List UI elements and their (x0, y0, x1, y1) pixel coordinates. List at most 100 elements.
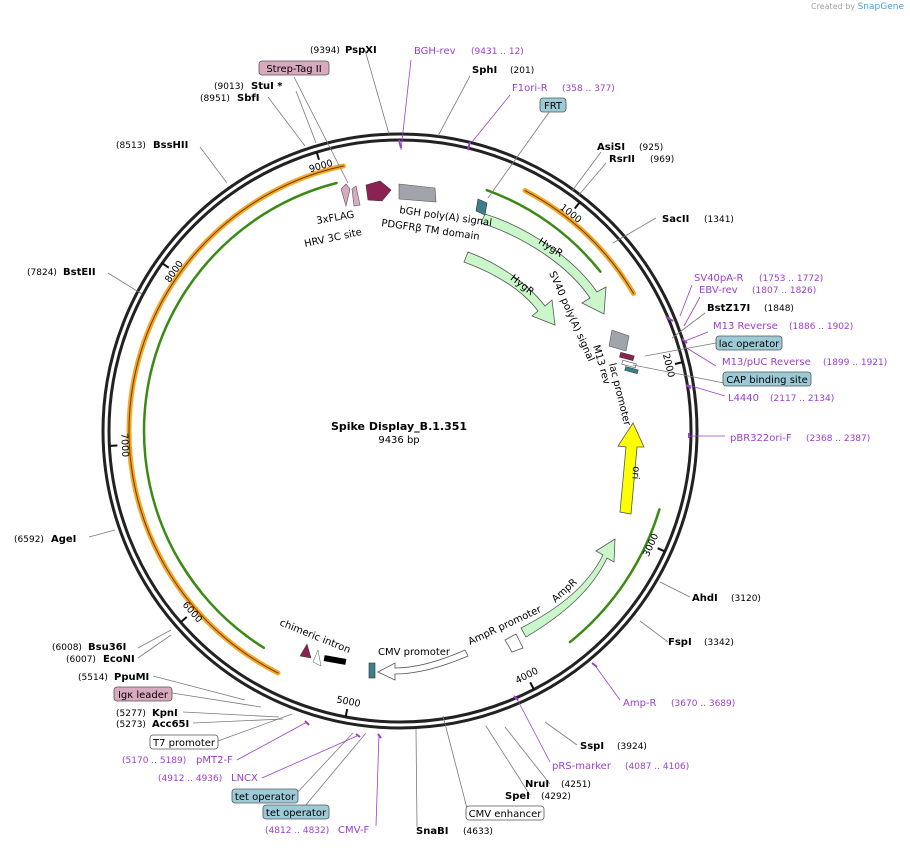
m13-reverse-num: (1886 .. 1902) (789, 322, 853, 332)
tick-3000 (657, 547, 666, 553)
tet-operator-mark (368, 662, 376, 679)
tick-1000 (574, 201, 581, 210)
agei-label: AgeI (51, 534, 76, 545)
hrv-3c-label: HRV 3C site (303, 227, 363, 250)
rsrii-label: RsrII (609, 154, 635, 165)
amp-r-label: Amp-R (623, 698, 657, 709)
backbone-outer (101, 132, 699, 730)
strep-tag-box: Strep-Tag II (258, 60, 330, 76)
amp-r-num: (3670 .. 3689) (671, 699, 735, 709)
pmt2-f-label: pMT2-F (196, 755, 233, 766)
frt-box: FRT (539, 97, 567, 113)
sphi-num: (201) (510, 66, 534, 76)
3xflag-mark (351, 185, 361, 207)
ahdi-num: (3120) (731, 594, 761, 604)
enzyme-labels: (9394) PspXI SphI (201) (9013) StuI * (8… (14, 45, 794, 837)
m13-puc-reverse-num: (1899 .. 1921) (823, 358, 887, 368)
cap-binding-site-box: CAP binding site (722, 371, 812, 387)
asisi-label: AsiSI (597, 142, 625, 153)
primer-marks (304, 139, 692, 739)
svg-text:CAP binding site: CAP binding site (726, 375, 808, 386)
strep-tag-mark (340, 183, 351, 208)
nrui-num: (4251) (561, 780, 591, 790)
tick-6000 (180, 616, 188, 624)
bstz17i-label: BstZ17I (707, 303, 750, 314)
plasmid-length: 9436 bp (378, 435, 419, 446)
sspi-num: (3924) (617, 742, 647, 752)
ppumi-label: PpuMI (114, 672, 149, 683)
lncx-num: (4912 .. 4936) (158, 774, 222, 784)
t7-promoter-mark (312, 649, 322, 667)
svg-text:T7 promoter: T7 promoter (152, 738, 216, 749)
tick-4000 (529, 681, 535, 690)
svg-text:tet operator: tet operator (235, 792, 296, 803)
cmv-f-label: CMV-F (338, 825, 369, 836)
kpni-label: KpnI (152, 708, 178, 719)
cmv-f-num: (4812 .. 4832) (265, 826, 329, 836)
sacii-num: (1341) (704, 215, 734, 225)
igk-leader-mark (299, 643, 312, 659)
bsteii-label: BstEII (63, 267, 96, 278)
m13-reverse-label: M13 Reverse (713, 321, 778, 332)
leader-lines (88, 49, 726, 828)
nrui-label: NruI (525, 779, 549, 790)
sv40-polya-mark (608, 329, 630, 352)
sbfi-num: (8951) (200, 94, 230, 104)
acc65i-label: Acc65I (152, 719, 189, 730)
3xflag-label: 3xFLAG (316, 209, 356, 226)
bsu36i-num: (6008) (52, 643, 82, 653)
lac-operator-box: lac operator (715, 335, 783, 351)
svg-text:CMV enhancer: CMV enhancer (469, 809, 543, 820)
hygr-arrow-inner: HygR (463, 251, 556, 326)
tick-5000 (344, 708, 349, 718)
cmv-promoter-arrow: CMV promoter (377, 647, 469, 681)
rsrii-num: (969) (650, 155, 674, 165)
tick-label-3000: 3000 (641, 532, 661, 559)
right-orange-core (524, 190, 635, 295)
tick-label-2000: 2000 (660, 353, 676, 379)
sbfi-label: SbfI (237, 93, 259, 104)
bgh-polya-mark (398, 183, 437, 203)
tick-2000 (674, 361, 683, 365)
bgh-rev-num: (9431 .. 12) (471, 47, 524, 57)
pbr322ori-f-label: pBR322ori-F (730, 433, 792, 444)
snapgene-credit: Created by SnapGene (811, 2, 904, 12)
ebv-rev-num: (1807 .. 1826) (752, 286, 816, 296)
pmt2-f-num: (5170 .. 5189) (122, 756, 186, 766)
lower-right-green-orf (568, 508, 661, 644)
prs-marker-label: pRS-marker (552, 761, 612, 772)
chimeric-intron-label: chimeric intron (278, 618, 352, 656)
m13-puc-reverse-label: M13/pUC Reverse (722, 357, 811, 368)
bsshii-label: BssHII (153, 140, 188, 151)
svg-text:Igκ leader: Igκ leader (118, 690, 169, 701)
hrv-3c-mark (365, 180, 392, 202)
econi-label: EcoNI (103, 654, 135, 665)
sphi-label: SphI (472, 65, 497, 76)
pbr322ori-f-num: (2368 .. 2387) (806, 434, 870, 444)
hygr-arrow-outer: HygR (480, 213, 607, 315)
tet-operator-box-2: tet operator (262, 804, 330, 820)
tick-label-4000: 4000 (514, 666, 541, 687)
orf-arcs (126, 163, 661, 676)
spei-label: SpeI (505, 791, 530, 802)
f1ori-r-label: F1ori-R (512, 83, 548, 94)
primer-labels: BGH-rev (9431 .. 12) F1ori-R (358 .. 377… (122, 46, 887, 836)
cmv-promoter-label: CMV promoter (378, 647, 451, 658)
bgh-rev-label: BGH-rev (414, 46, 456, 57)
stui-label: StuI * (251, 81, 283, 92)
sv40pa-r-num: (1753 .. 1772) (759, 274, 823, 284)
kpni-num: (5277) (116, 709, 146, 719)
svg-text:tet operator: tet operator (266, 808, 327, 819)
pspxi-label: PspXI (345, 45, 377, 56)
cmv-enhancer-box: CMV enhancer (465, 805, 545, 821)
svg-text:Strep-Tag II: Strep-Tag II (266, 64, 321, 75)
tick-label-5000: 5000 (336, 694, 362, 709)
spei-num: (4292) (541, 792, 571, 802)
fspi-num: (3342) (704, 638, 734, 648)
tick-label-6000: 6000 (180, 600, 204, 625)
bsu36i-label: Bsu36I (88, 642, 126, 653)
tick-9000 (315, 151, 320, 161)
left-orange-core (128, 165, 344, 674)
ebv-rev-label: EBV-rev (699, 285, 738, 296)
